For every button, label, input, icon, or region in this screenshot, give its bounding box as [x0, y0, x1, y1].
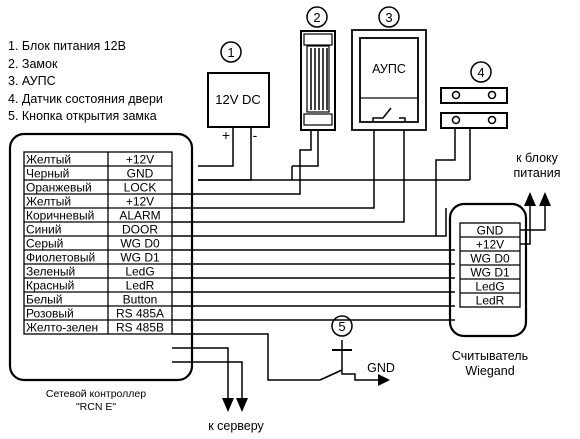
legend-item-door-sensor: 4. Датчик состояния двери: [8, 91, 163, 106]
marker-3: 3: [385, 10, 392, 25]
reader-signal: LedG: [475, 280, 504, 294]
controller-wire-color: Синий: [26, 223, 61, 237]
legend-item-power: 1. Блок питания 12В: [8, 39, 126, 53]
legend: 1. Блок питания 12В 2. Замок 3. АУПС 4. …: [8, 38, 163, 126]
marker-3-circle: [378, 6, 400, 28]
controller-wire-color: Черный: [26, 167, 69, 181]
power-supply-label: 12V DC: [215, 92, 261, 107]
controller-wire-color: Зеленый: [26, 265, 75, 279]
legend-item-lock: 2. Замок: [8, 56, 58, 71]
controller-wire-color: Белый: [26, 293, 62, 307]
reader-signal: WG D0: [470, 252, 510, 266]
controller-wire-color: Желтый: [26, 153, 71, 167]
marker-1: 1: [227, 45, 234, 60]
reader-box: [448, 202, 528, 338]
controller-caption-1: Сетевой контроллер: [46, 388, 146, 400]
controller-wire-color: Оранжевый: [26, 181, 92, 195]
controller-signal: DOOR: [122, 223, 158, 237]
aups-label: АУПС: [372, 62, 406, 76]
wire-power-plus: [198, 127, 234, 167]
controller-caption-2: "RCN E": [76, 401, 116, 413]
controller-signal: +12V: [126, 195, 154, 209]
controller-wire-color: Желто-зелен: [26, 321, 98, 335]
marker-5-circle: [331, 315, 353, 337]
reader-signal: WG D1: [470, 266, 510, 280]
power-plus-label: +: [222, 127, 230, 143]
marker-2: 2: [313, 10, 320, 25]
controller-signal: WG D0: [120, 237, 160, 251]
legend-item-aups: 3. АУПС: [8, 74, 56, 88]
door-sensor-bottom: [440, 112, 508, 129]
to-power-label-2: питания: [514, 166, 561, 180]
controller-signal: Button: [123, 293, 158, 307]
controller-signal: +12V: [126, 153, 154, 167]
controller-wire-color: Красный: [26, 279, 74, 293]
controller-wire-color: Фиолетовый: [26, 251, 95, 265]
power-supply-box: [207, 72, 270, 128]
to-server-label: к серверу: [208, 419, 264, 433]
legend-item-button: 5. Кнопка открытия замка: [8, 109, 157, 123]
marker-5: 5: [338, 319, 345, 334]
reader-caption-1: Считыватель: [452, 349, 528, 363]
door-sensor-top: [440, 87, 508, 104]
controller-signal: LedR: [126, 279, 155, 293]
power-minus-label: -: [253, 127, 258, 143]
controller-wire-color: Серый: [26, 237, 63, 251]
reader-signal: +12V: [476, 238, 504, 252]
controller-signal: LOCK: [124, 181, 157, 195]
controller-signal: RS 485A: [116, 307, 164, 321]
marker-4-circle: [470, 61, 492, 83]
marker-4: 4: [477, 65, 484, 80]
to-power-label-1: к блоку: [516, 151, 559, 165]
gnd-label: GND: [367, 361, 395, 375]
aups-box: [351, 29, 427, 131]
reader-caption-2: Wiegand: [465, 364, 514, 378]
controller-signal: ALARM: [119, 209, 160, 223]
controller-signal: GND: [127, 167, 154, 181]
controller-signal: WG D1: [120, 251, 160, 265]
reader-signal: LedR: [476, 294, 505, 308]
controller-wire-color: Розовый: [26, 307, 74, 321]
controller-signal: RS 485B: [116, 321, 164, 335]
marker-2-circle: [306, 6, 328, 28]
controller-signal: LedG: [125, 265, 154, 279]
controller-box: [8, 132, 194, 382]
marker-1-circle: [220, 41, 242, 63]
controller-wire-color: Коричневый: [26, 209, 94, 223]
reader-signal: GND: [477, 224, 504, 238]
controller-wire-color: Желтый: [26, 195, 71, 209]
controller-table: [23, 151, 173, 335]
